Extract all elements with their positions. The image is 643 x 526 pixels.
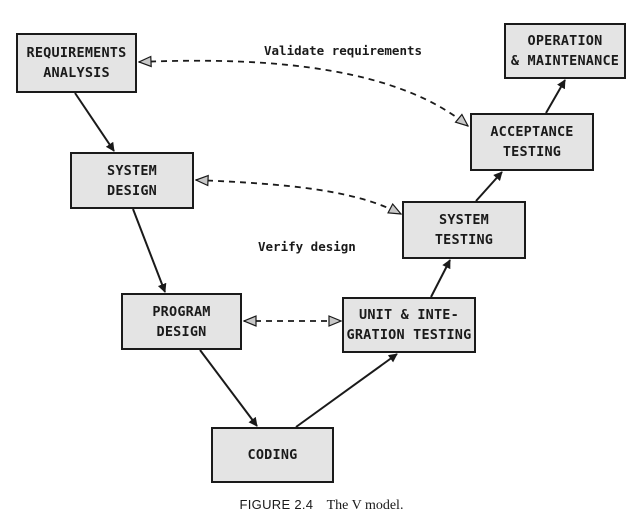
box-label-line: & MAINTENANCE — [510, 53, 620, 69]
box-label-line: TESTING — [434, 232, 494, 248]
arrow-system-testing-to-acceptance-testing — [475, 171, 503, 202]
arrow-coding-to-unit-testing — [295, 353, 398, 428]
arrow-requirements-to-system-design — [74, 92, 115, 152]
box-label-line: TESTING — [502, 144, 562, 160]
edge-label-verify-design: Verify design — [258, 239, 356, 254]
box-system-design: SYSTEM DESIGN — [70, 152, 194, 209]
arrow-unit-testing-to-system-testing — [430, 259, 451, 298]
arrow-program-design-to-coding — [199, 349, 258, 427]
box-label-line: OPERATION — [527, 33, 603, 49]
box-label-line: REQUIREMENTS — [26, 45, 127, 61]
box-requirements-analysis: REQUIREMENTS ANALYSIS — [16, 33, 137, 93]
figure-number: FIGURE 2.4 — [239, 497, 314, 512]
box-acceptance-testing: ACCEPTANCE TESTING — [470, 113, 594, 171]
box-label-line: ANALYSIS — [43, 65, 110, 81]
box-label-line: SYSTEM — [439, 212, 489, 228]
arrow-acceptance-to-operation — [545, 79, 566, 114]
figure-title: The V model. — [326, 498, 404, 513]
box-label-line: CODING — [247, 447, 298, 463]
dashed-link-validate-requirements — [139, 61, 468, 126]
box-coding: CODING — [211, 427, 334, 483]
box-label-line: ACCEPTANCE — [490, 124, 574, 140]
box-unit-integration-testing: UNIT & INTE- GRATION TESTING — [342, 297, 476, 353]
box-label-line: GRATION TESTING — [346, 327, 472, 343]
box-label-line: UNIT & INTE- — [359, 307, 459, 323]
box-system-testing: SYSTEM TESTING — [402, 201, 526, 259]
box-label-line: DESIGN — [156, 323, 207, 340]
box-program-design: PROGRAM DESIGN — [121, 293, 242, 350]
dashed-link-verify-design — [196, 180, 401, 215]
box-label-line: DESIGN — [107, 182, 157, 199]
box-label-line: SYSTEM — [107, 162, 157, 179]
arrow-system-design-to-program-design — [132, 208, 167, 293]
box-operation-maintenance: OPERATION & MAINTENANCE — [504, 23, 626, 79]
edge-label-validate-requirements: Validate requirements — [264, 43, 423, 58]
box-label-line: PROGRAM — [152, 303, 211, 320]
figure-caption: FIGURE 2.4 The V model. — [0, 497, 643, 514]
